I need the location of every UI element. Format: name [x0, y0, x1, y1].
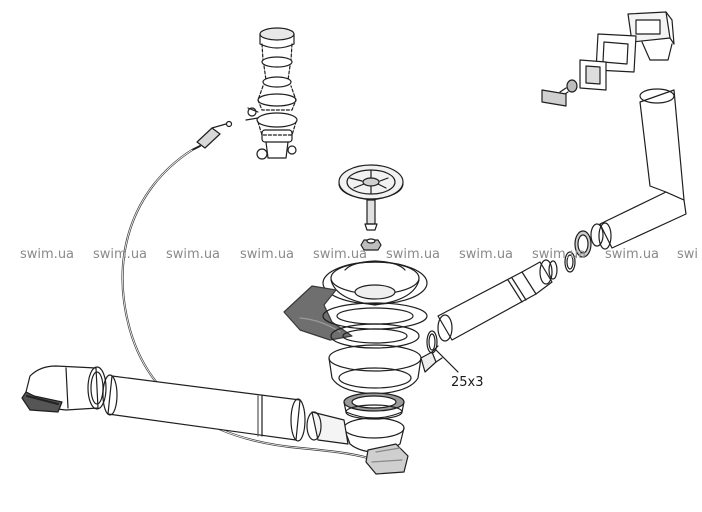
- watermark-text: swim.ua: [93, 247, 147, 262]
- overflow-cover-cap: [541, 89, 567, 107]
- cable-actuator: [191, 120, 233, 151]
- o-ring-size-label: 25x3: [451, 375, 484, 390]
- watermark-text: swim.ua: [240, 247, 294, 262]
- elbow-connector: [21, 365, 107, 413]
- overflow-cover-frame: [627, 11, 675, 61]
- drain-body: [328, 344, 443, 395]
- flat-gasket-ring: [330, 323, 420, 349]
- flange-washer: [322, 302, 428, 330]
- watermark-text: swim.ua: [605, 247, 659, 262]
- watermark-text: swim.ua: [313, 247, 367, 262]
- popup-valve-mechanism: [245, 27, 298, 160]
- overflow-rings: [548, 223, 604, 280]
- overflow-pipe: [437, 259, 553, 342]
- lock-nut: [343, 392, 405, 420]
- strainer-basket: [338, 164, 404, 231]
- watermark-text: swim.ua: [20, 247, 74, 262]
- sealing-gasket: [283, 285, 353, 341]
- sink-flange: [322, 260, 428, 306]
- watermark-text: swim.ua: [459, 247, 513, 262]
- horizontal-drain-pipe: [102, 374, 306, 442]
- overflow-grille: [579, 59, 607, 91]
- cable-housing-elbow: [365, 443, 409, 475]
- watermark-text: swim.ua: [532, 247, 586, 262]
- nut: [360, 238, 382, 251]
- watermark-text-partial: swi: [677, 247, 698, 262]
- callout-leader-line: [435, 349, 459, 373]
- overflow-screw: [559, 79, 578, 97]
- watermark-text: swim.ua: [386, 247, 440, 262]
- o-ring-25x3: [426, 330, 438, 354]
- watermark-row: swim.ua swim.ua swim.ua swim.ua swim.ua …: [20, 247, 698, 262]
- overflow-elbow-tube: [598, 88, 687, 250]
- watermark-text: swim.ua: [166, 247, 220, 262]
